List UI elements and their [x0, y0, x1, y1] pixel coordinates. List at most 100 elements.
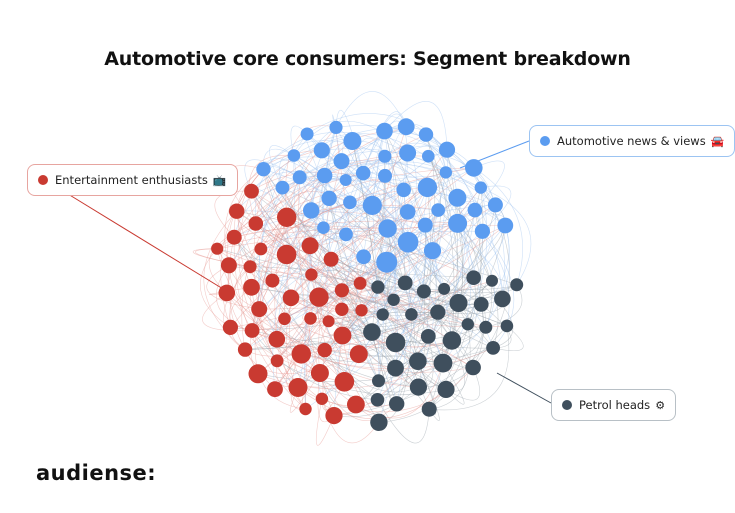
network-edge: [425, 224, 504, 299]
network-node: [437, 380, 455, 398]
network-edge: [321, 367, 474, 413]
callout-label: Automotive news & views: [557, 134, 706, 148]
network-node: [409, 378, 427, 396]
network-edge: [214, 190, 252, 238]
network-node: [385, 332, 406, 353]
network-edge: [217, 225, 506, 249]
callout-automotive-news: Automotive news & views 🚘: [529, 125, 735, 157]
network-node: [431, 203, 446, 217]
network-edge: [425, 224, 466, 304]
network-node: [248, 364, 268, 384]
network-node: [370, 393, 385, 407]
network-node: [473, 297, 489, 312]
network-edge: [251, 191, 373, 333]
network-edges: [192, 91, 532, 446]
network-node: [275, 180, 290, 195]
network-node: [363, 323, 381, 341]
network-edge: [335, 91, 407, 128]
network-node: [370, 413, 388, 431]
network-node: [343, 132, 362, 150]
network-edge: [236, 210, 474, 368]
network-node: [474, 181, 487, 194]
callout-label: Petrol heads: [579, 398, 651, 412]
segment-color-dot: [38, 175, 48, 185]
network-node: [479, 320, 493, 334]
network-node: [418, 127, 434, 142]
network-edge: [251, 330, 397, 408]
network-node: [486, 274, 498, 287]
network-node: [317, 221, 330, 234]
network-edge: [263, 131, 408, 170]
network-edge: [223, 266, 251, 350]
network-node: [376, 122, 393, 140]
network-node: [376, 251, 398, 273]
network-node: [405, 308, 418, 321]
network-edge: [301, 347, 494, 370]
network-edge: [372, 205, 379, 381]
network-node: [220, 257, 237, 274]
network-node: [299, 402, 312, 416]
network-edge: [328, 198, 379, 381]
network-node: [449, 294, 468, 312]
network-edge: [285, 245, 311, 388]
network-node: [353, 276, 367, 290]
network-node: [466, 270, 481, 286]
network-edge: [330, 259, 508, 327]
network-edge: [289, 372, 321, 413]
network-node: [372, 374, 385, 388]
network-node: [497, 217, 514, 234]
network-edge: [355, 363, 444, 419]
network-node: [420, 329, 436, 344]
network-nodes: [211, 118, 524, 431]
callout-petrol-heads: Petrol heads ⚙: [551, 389, 677, 421]
network-edge: [233, 150, 322, 238]
network-node: [387, 359, 404, 377]
network-node: [397, 118, 415, 136]
network-node: [309, 287, 329, 307]
network-edge: [251, 191, 343, 291]
network-edge: [473, 160, 505, 211]
network-edge: [248, 154, 294, 224]
network-node: [343, 195, 357, 210]
network-edge: [406, 126, 503, 299]
network-node: [317, 342, 332, 358]
network-node: [438, 141, 456, 158]
network-node: [211, 242, 224, 255]
network-node: [322, 315, 335, 328]
network-node: [288, 378, 308, 397]
network-node: [465, 359, 481, 376]
network-node: [362, 195, 382, 215]
network-edge: [255, 179, 346, 224]
network-edge: [335, 127, 409, 243]
network-node: [409, 352, 427, 371]
network-edge: [251, 191, 396, 369]
network-edge: [358, 280, 493, 355]
network-node: [422, 149, 435, 163]
network-edge: [217, 248, 438, 313]
tv-icon: 📺: [212, 173, 227, 187]
network-edge: [328, 320, 494, 349]
network-edge: [333, 336, 429, 416]
network-edge: [324, 349, 419, 393]
network-edge: [276, 360, 447, 396]
network-edge: [328, 198, 494, 349]
network-edge: [276, 360, 321, 387]
network-edge: [233, 237, 373, 333]
network-node: [315, 392, 329, 405]
segment-color-dot: [540, 136, 550, 146]
network-node: [347, 395, 365, 414]
network-node: [448, 188, 467, 207]
network-node: [226, 229, 242, 245]
network-node: [248, 216, 264, 231]
network-node: [254, 242, 268, 256]
network-node: [321, 190, 337, 206]
network-node: [500, 319, 514, 333]
network-edge: [384, 127, 458, 198]
leader-line-petrol: [496, 372, 552, 404]
network-node: [287, 149, 301, 162]
network-node: [301, 237, 319, 255]
network-node: [313, 142, 330, 159]
network-edge: [377, 312, 439, 401]
network-node: [438, 282, 451, 295]
